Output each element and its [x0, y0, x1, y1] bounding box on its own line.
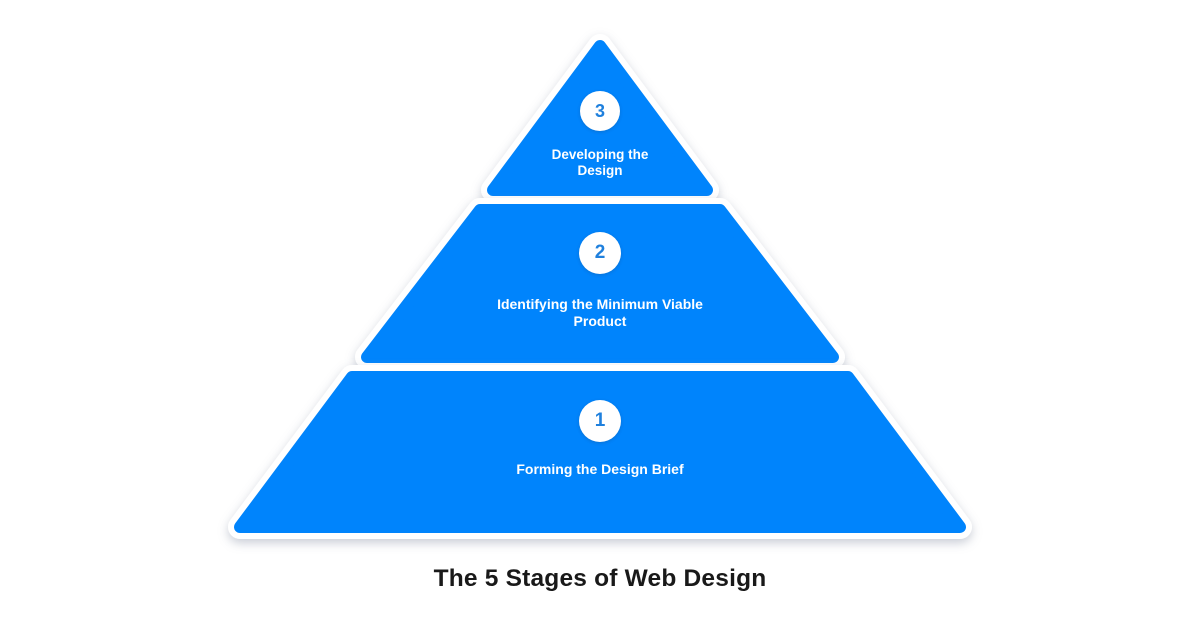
infographic-title: The 5 Stages of Web Design	[433, 565, 767, 592]
tier-3-label: Developing the Design	[551, 147, 649, 178]
tier-1-label: Forming the Design Brief	[516, 461, 684, 477]
tier-2-number: 2	[594, 242, 606, 263]
tier-2-trapezoid	[355, 198, 845, 369]
tier-1-trapezoid	[228, 365, 972, 539]
tier-3-number: 3	[594, 100, 605, 121]
tier-1-number-badge: 1	[579, 400, 621, 442]
tier-1-number: 1	[594, 410, 606, 431]
tier-2-label: Identifying the Minimum Viable Product	[497, 296, 703, 329]
tier-2-number-badge: 2	[579, 232, 621, 274]
tier-3-number-badge: 3	[580, 91, 620, 131]
